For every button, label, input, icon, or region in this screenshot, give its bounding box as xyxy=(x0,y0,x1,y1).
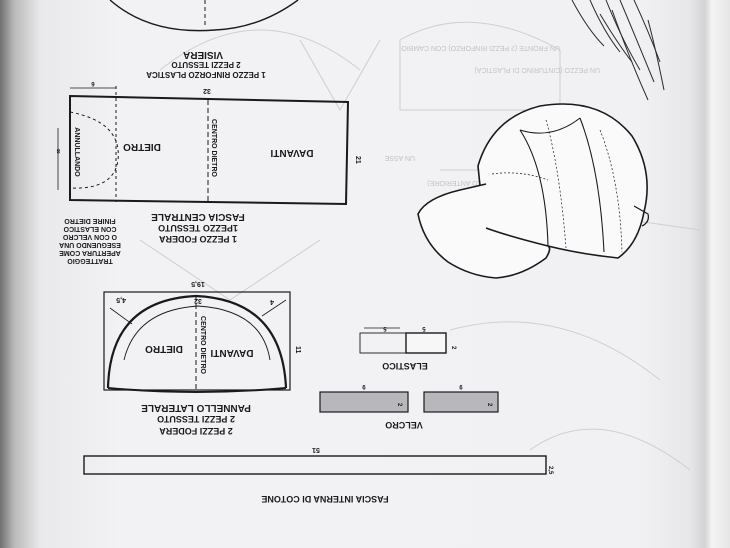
visor-line2: 1 PEZZO RINFORZO PLASTICA xyxy=(146,70,266,79)
side-dim-side: 11 xyxy=(294,346,301,354)
bleed-text-2: UN PEZZO (CINTURINO DI PLASTICA) xyxy=(474,66,600,73)
central-dim-top: 32 xyxy=(203,87,211,94)
inner-dim-h: 2,5 xyxy=(547,466,553,475)
central-note: FINIRE DIETRO CON ELASTICO O CON VELCRO … xyxy=(59,217,121,264)
velcro-dim-1: 9 xyxy=(362,383,366,389)
note-line-3: O CON VELCRO xyxy=(62,233,117,240)
note-line-4: ESEGUENDO UNA xyxy=(59,241,121,248)
side-line1: 2 PEZZI TESSUTO xyxy=(157,414,235,424)
elastic-piece: 5 5 2 ELASTICO xyxy=(359,325,456,371)
inner-title: FASCIA INTERNA DI COTONE xyxy=(261,494,388,504)
velcro-title: VELCRO xyxy=(385,420,423,430)
velcro-dim-h1: 2 xyxy=(396,403,402,407)
central-line1: 1PEZZO TESSUTO xyxy=(158,223,238,233)
bleed-text-3: UN ASSE xyxy=(384,154,415,161)
bleed-through-layer xyxy=(139,21,701,471)
central-dim-left: 6 xyxy=(91,80,95,86)
note-line-6: TRATTEGGIO xyxy=(67,257,113,264)
note-line-2: CON ELASTICO xyxy=(63,225,116,232)
inner-band-piece: 51 2,5 FASCIA INTERNA DI COTONE xyxy=(83,446,553,504)
elastic-dim-h: 2 xyxy=(450,346,456,350)
central-dim-vertical: 8 xyxy=(56,147,60,153)
side-dim-top: 19,5 xyxy=(191,280,205,287)
central-center-label: CENTRO DIETRO xyxy=(210,119,217,178)
velcro-piece: 9 9 2 2 VELCRO xyxy=(319,383,499,430)
central-front-label: DAVANTI xyxy=(270,147,313,158)
side-dim-right: 4 xyxy=(270,298,274,305)
elastic-dim-b: 5 xyxy=(422,325,426,331)
central-title: FASCIA CENTRALE xyxy=(151,211,245,222)
side-title: PANNELLO LATERALE xyxy=(141,402,251,413)
note-line-1: FINIRE DIETRO xyxy=(64,217,116,224)
note-line-5: APERTURA COME xyxy=(59,249,121,256)
visor-piece: VISIERA 2 PEZZI TESSUTO 1 PEZZO RINFORZO… xyxy=(109,0,299,79)
elastic-dim-a: 5 xyxy=(383,325,387,331)
side-dim-arc: 32 xyxy=(194,297,202,304)
central-fold-label: ANNULLANDO xyxy=(73,127,80,177)
hair-sketch xyxy=(571,0,665,101)
central-line2: 1 PEZZO FODERA xyxy=(159,234,238,244)
side-front-label: DAVANTI xyxy=(210,347,253,358)
visor-line1: 2 PEZZI TESSUTO xyxy=(171,60,240,69)
velcro-dim-h2: 2 xyxy=(486,403,492,407)
central-dim-side: 21 xyxy=(354,156,361,164)
velcro-dim-2: 9 xyxy=(459,383,463,389)
side-back-label: DIETRO xyxy=(145,343,183,354)
side-center-label: CENTRO DIETRO xyxy=(199,316,206,375)
side-panel-piece: 19,5 4,5 4 32 CENTRO DIETRO DIETRO DAVAN… xyxy=(103,280,301,436)
central-back-label: DIETRO xyxy=(123,141,161,152)
central-band-piece: 6 32 8 ANNULLANDO DIETRO DAVANTI CENTRO … xyxy=(56,80,361,264)
side-line2: 2 PEZZI FODERA xyxy=(159,426,233,436)
visor-title: VISIERA xyxy=(183,49,223,60)
elastic-title: ELASTICO xyxy=(382,361,428,371)
side-dim-left: 4,5 xyxy=(116,296,126,303)
bleed-text-1: UN FRONTE (2 PEZZI RINFORZO) CON CAMBIO xyxy=(401,44,560,51)
inner-dim-len: 51 xyxy=(312,446,320,453)
baseball-cap-illustration xyxy=(417,103,649,279)
